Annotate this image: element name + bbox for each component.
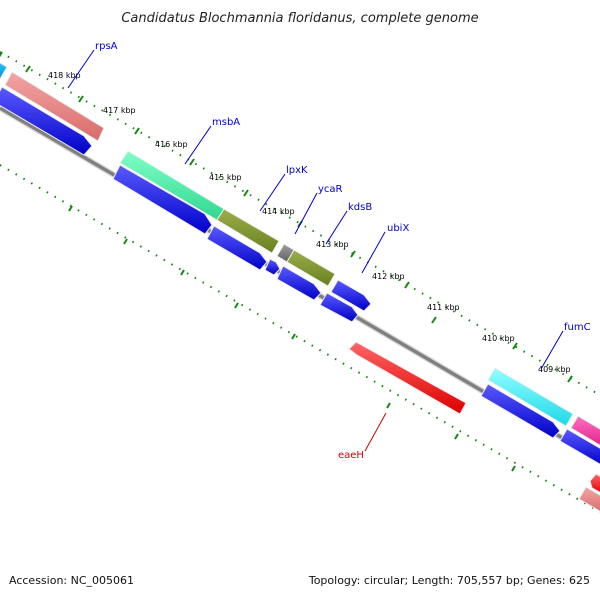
gene-label-lpxK: lpxK (286, 165, 308, 176)
cds-arrow (264, 258, 281, 276)
kbp-label: 418 kbp (48, 71, 81, 80)
cds-arrow (330, 279, 372, 312)
gene-label-ycaR: ycaR (318, 184, 343, 195)
kbp-label: 412 kbp (372, 272, 405, 281)
leader-kdsB (325, 210, 348, 245)
gene-leader-lines (67, 49, 564, 452)
kbp-labels: 418 kbp 417 kbp 416 kbp 415 kbp 414 kbp … (48, 71, 571, 374)
feature-bar-magenta (570, 415, 600, 446)
gene-label-ubiX: ubiX (387, 223, 409, 234)
gene-label-kdsB: kdsB (348, 202, 372, 213)
cds-arrow (319, 292, 359, 323)
feature-bar-lpxK (216, 208, 280, 254)
reverse-feature-track (348, 341, 600, 512)
gene-label-eaeH: eaeH (338, 450, 364, 461)
gene-label-fumC: fumC (564, 322, 591, 333)
leader-fumC (540, 330, 564, 370)
leader-rpsA (67, 49, 95, 89)
kbp-label: 416 kbp (155, 140, 188, 149)
leader-ycaR (294, 192, 318, 235)
cds-arrow (480, 383, 561, 439)
kbp-label: 409 kbp (538, 365, 571, 374)
feature-bar-salmon-edge (578, 486, 600, 512)
leader-eaeH (364, 412, 387, 452)
feature-bar-rpsA (4, 71, 105, 142)
cds-arrow (276, 265, 322, 301)
genome-summary-text: Topology: circular; Length: 705,557 bp; … (308, 574, 590, 587)
feature-bar-fumC (487, 367, 574, 427)
accession-text: Accession: NC_005061 (9, 574, 135, 587)
kbp-label: 414 kbp (262, 207, 295, 216)
forward-cds-track (0, 86, 600, 465)
cds-arrow-red-edge (589, 473, 600, 493)
feature-bar-kdsB (286, 249, 336, 287)
leader-lpxK (259, 173, 286, 212)
cds-arrow (206, 225, 268, 271)
forward-feature-track (0, 62, 600, 446)
kbp-label: 417 kbp (103, 106, 136, 115)
gene-labels: rpsA msbA lpxK ycaR kdsB ubiX fumC eaeH (95, 41, 591, 461)
cds-arrow (112, 164, 213, 235)
kbp-label: 415 kbp (209, 173, 242, 182)
kbp-label: 413 kbp (316, 240, 349, 249)
feature-bar-cyanblue (0, 62, 8, 80)
cds-arrow (0, 86, 93, 156)
kbp-label: 410 kbp (482, 334, 515, 343)
inner-major-ticks (0, 51, 516, 472)
gene-label-msbA: msbA (212, 117, 240, 128)
gene-label-rpsA: rpsA (95, 41, 118, 52)
cds-arrow-eaeH (348, 341, 467, 415)
map-title: Candidatus Blochmannia floridanus, compl… (121, 11, 478, 26)
leader-ubiX (361, 231, 386, 274)
cds-arrow (559, 428, 600, 465)
leader-msbA (184, 125, 212, 165)
kbp-label: 411 kbp (427, 303, 460, 312)
